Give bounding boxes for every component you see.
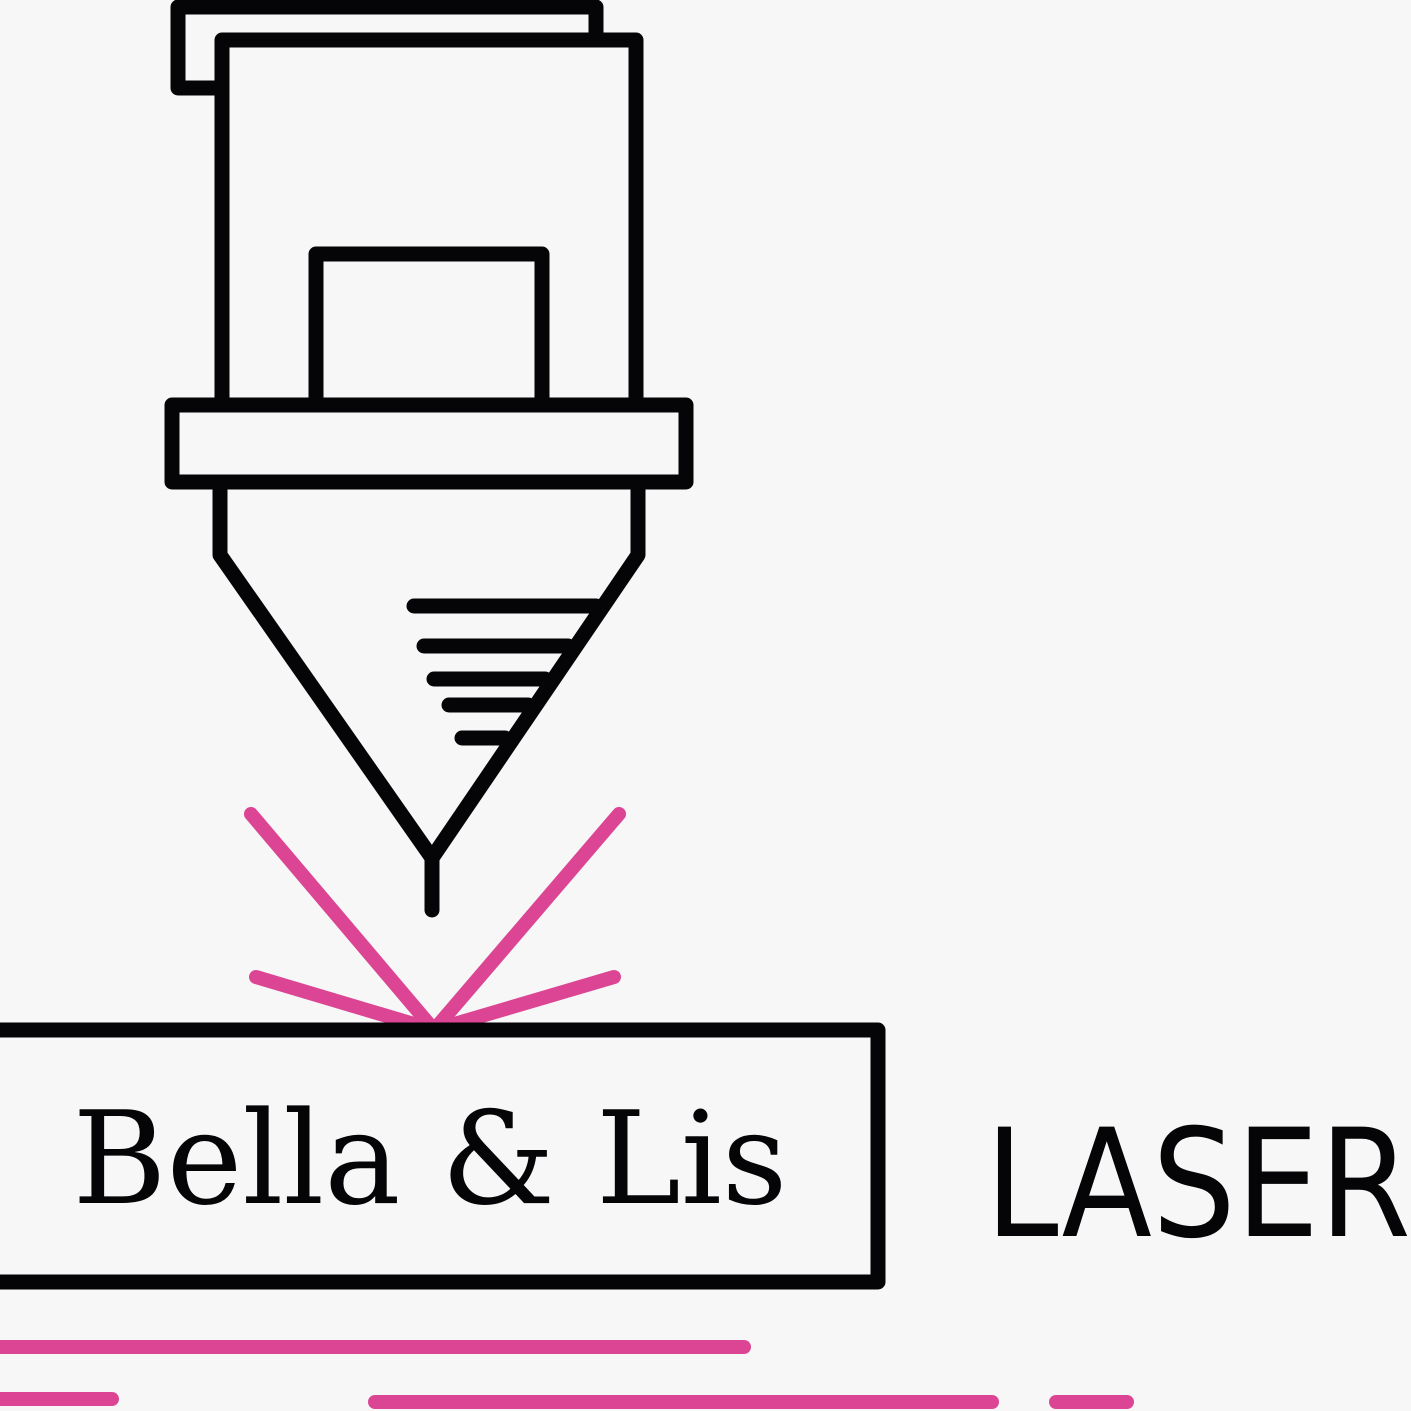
brand-name: Bella & Lis <box>73 1085 788 1234</box>
tagline: LASER <box>985 1098 1411 1272</box>
laser-beam-icon <box>244 807 626 1037</box>
decorative-lines <box>0 1340 1134 1409</box>
workpiece-frame <box>0 1022 886 1290</box>
laser-cutter-head-icon <box>164 0 694 918</box>
